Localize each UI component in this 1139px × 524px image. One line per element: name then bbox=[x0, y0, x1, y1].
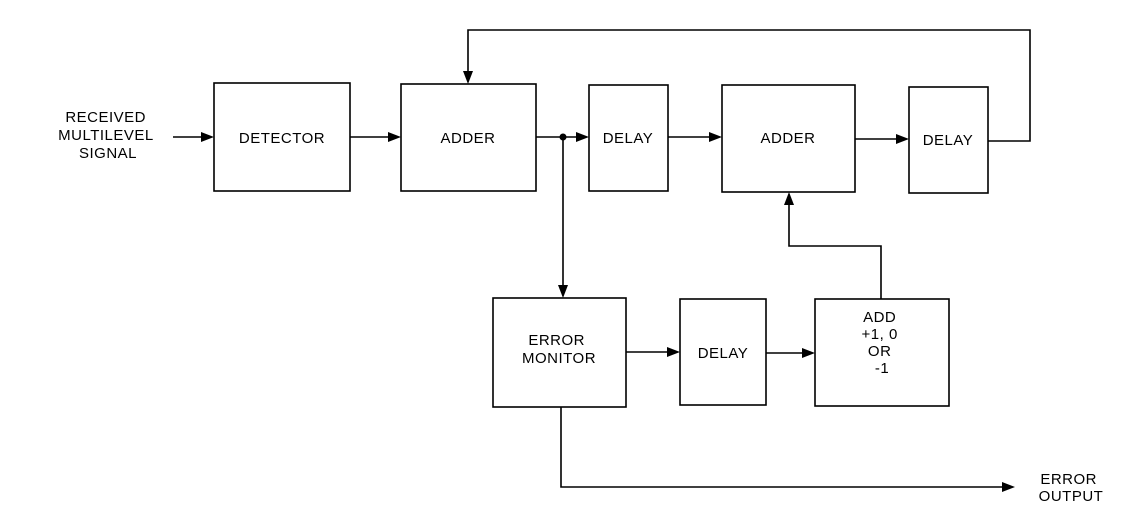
detector-block bbox=[213, 82, 351, 192]
error-output-label-line: ERROR bbox=[1040, 471, 1097, 488]
arrowhead bbox=[463, 71, 473, 84]
delay-label-3: DELAY bbox=[698, 345, 749, 362]
delay-block-1 bbox=[588, 84, 669, 192]
arrowhead bbox=[802, 348, 815, 358]
add-block-label-line: +1, 0 bbox=[862, 326, 898, 343]
input-label-line: SIGNAL bbox=[79, 145, 137, 162]
arrowhead bbox=[558, 285, 568, 298]
error-monitor-label: ERROR MONITOR bbox=[522, 332, 596, 367]
arrowhead bbox=[896, 134, 909, 144]
add-block-label-line: OR bbox=[868, 343, 892, 360]
arrowhead bbox=[388, 132, 401, 142]
add-plus-minus-block bbox=[814, 298, 950, 407]
delay-label-2: DELAY bbox=[923, 132, 974, 149]
input-label-line: MULTILEVEL bbox=[58, 127, 153, 144]
adder-label-1: ADDER bbox=[440, 130, 495, 147]
input-label-line: RECEIVED bbox=[65, 109, 146, 126]
error-output-label-line: OUTPUT bbox=[1039, 488, 1104, 505]
arrowhead bbox=[201, 132, 214, 142]
adder-label-2: ADDER bbox=[760, 130, 815, 147]
adder-block-2 bbox=[721, 84, 856, 193]
add-block-to-adder-wire bbox=[788, 203, 882, 299]
arrowhead bbox=[576, 132, 589, 142]
error-monitor-label-line: MONITOR bbox=[522, 350, 596, 367]
delay-label-1: DELAY bbox=[603, 130, 654, 147]
add-block-label-line: ADD bbox=[863, 309, 896, 326]
arrowhead bbox=[709, 132, 722, 142]
detector-label: DETECTOR bbox=[239, 130, 325, 147]
arrowhead bbox=[1002, 482, 1015, 492]
feedback-loop-wire bbox=[467, 29, 1031, 142]
error-monitor-block bbox=[492, 297, 627, 408]
delay-block-2 bbox=[908, 86, 989, 194]
delay-block-3 bbox=[679, 298, 767, 406]
add-block-label-line: -1 bbox=[875, 360, 889, 377]
input-label: RECEIVED MULTILEVEL SIGNAL bbox=[58, 109, 158, 162]
arrowhead bbox=[667, 347, 680, 357]
add-block-label: ADD +1, 0 OR -1 bbox=[862, 309, 903, 377]
error-output-label: ERROR OUTPUT bbox=[1039, 471, 1104, 505]
arrowhead bbox=[784, 192, 794, 205]
error-monitor-label-line: ERROR bbox=[528, 332, 585, 349]
error-output-wire bbox=[560, 407, 1004, 488]
adder-block-1 bbox=[400, 83, 537, 192]
